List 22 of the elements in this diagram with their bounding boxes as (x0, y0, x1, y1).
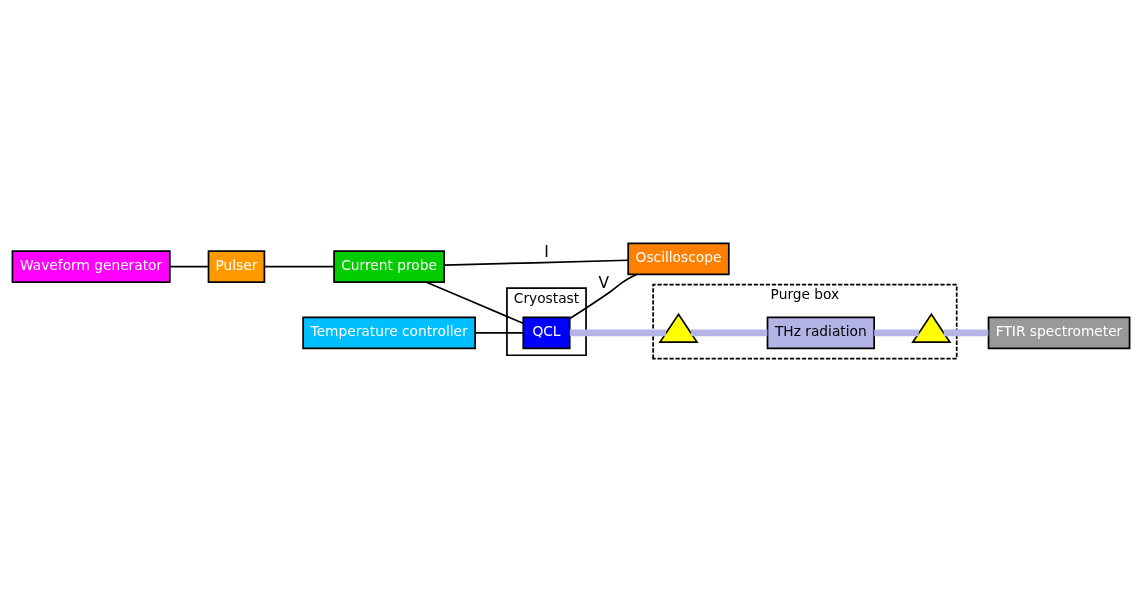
connector (569, 273, 638, 319)
connector (443, 258, 629, 266)
node-box: QCL (522, 316, 571, 349)
node-box: THz radiation (766, 316, 875, 349)
node-triangle (658, 312, 699, 343)
node-box: Temperature controller (302, 316, 476, 349)
edge-label: I (544, 242, 549, 261)
connector (569, 328, 666, 336)
node-box: Oscilloscope (627, 242, 730, 275)
connector (943, 328, 989, 336)
connector (690, 328, 768, 336)
node-box: Waveform generator (11, 249, 171, 283)
connector (263, 265, 335, 268)
connector (474, 331, 524, 334)
node-box: FTIR spectrometer (987, 316, 1131, 349)
node-triangle (911, 312, 952, 343)
edge-label: V (598, 273, 609, 292)
node-box: Pulser (207, 249, 266, 283)
node-box: Current probe (333, 249, 445, 283)
connector (425, 280, 524, 324)
connector (874, 328, 919, 336)
connector (169, 265, 210, 268)
